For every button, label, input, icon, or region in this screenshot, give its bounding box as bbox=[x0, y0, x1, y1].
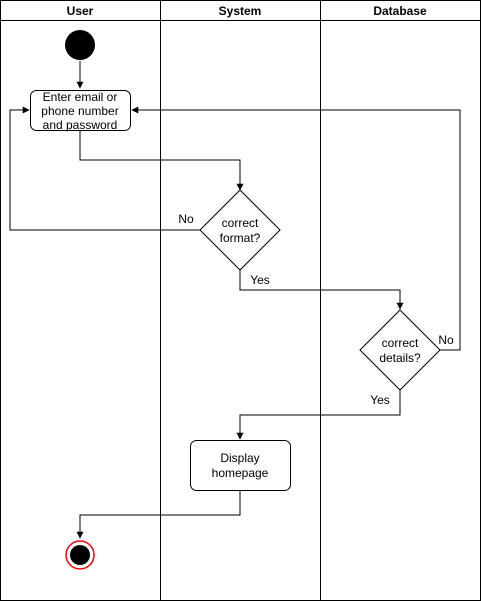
action-box bbox=[30, 90, 131, 131]
final-node-dot bbox=[70, 545, 90, 565]
edge-format-no bbox=[9, 106, 200, 231]
decision-details-check: correct details? bbox=[359, 309, 441, 391]
action-text-line: Enter email or bbox=[43, 90, 118, 104]
action-text-line: phone number bbox=[41, 104, 118, 118]
decision-text-line: correct bbox=[222, 216, 259, 230]
edge-details-yes bbox=[236, 390, 401, 440]
action-text-line: and password bbox=[43, 118, 118, 132]
lane-title-database: Database bbox=[373, 4, 427, 18]
lane-title-system: System bbox=[219, 4, 262, 18]
decision-format-check: correct format? bbox=[199, 189, 281, 271]
edge-format-yes bbox=[239, 270, 404, 310]
edges bbox=[9, 61, 461, 539]
action-enter-credentials: Enter email or phone number and password bbox=[30, 90, 131, 132]
action-box bbox=[190, 440, 291, 491]
edge-homepage-to-end bbox=[76, 490, 241, 539]
decision-text-line: details? bbox=[379, 351, 421, 365]
edge-label-details-no: No bbox=[438, 333, 454, 347]
action-text-line: Display bbox=[220, 451, 259, 465]
edge-label-format-no: No bbox=[178, 212, 194, 226]
edge-label-format-yes: Yes bbox=[250, 273, 270, 287]
action-text-line: homepage bbox=[212, 466, 269, 480]
initial-node bbox=[65, 30, 95, 60]
decision-diamond bbox=[199, 189, 281, 271]
decision-text-line: correct bbox=[382, 336, 419, 350]
final-node bbox=[65, 540, 95, 570]
edge-details-no bbox=[131, 106, 461, 351]
lane-title-user: User bbox=[67, 4, 94, 18]
action-display-homepage: Display homepage bbox=[190, 440, 291, 491]
edge-enter-to-format-check bbox=[79, 131, 244, 191]
decision-text-line: format? bbox=[220, 231, 261, 245]
decision-diamond bbox=[359, 309, 441, 391]
edge-label-details-yes: Yes bbox=[370, 393, 390, 407]
